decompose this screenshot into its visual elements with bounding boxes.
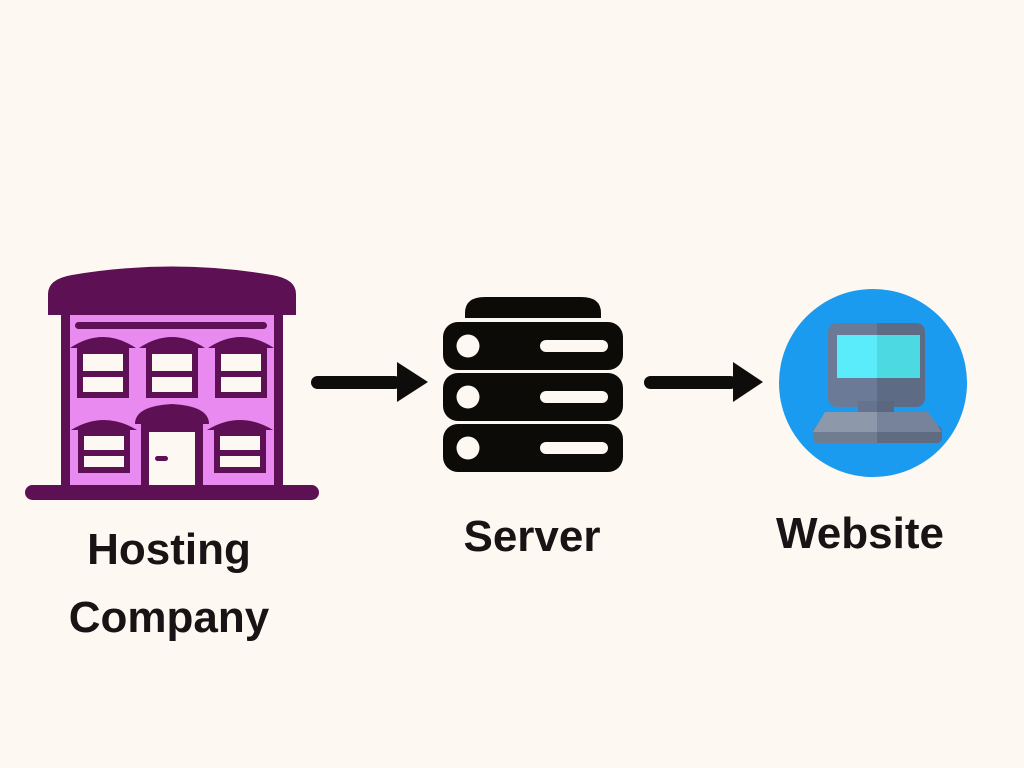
server-rack-icon (443, 297, 623, 472)
window-pane (152, 377, 192, 392)
desktop-computer-icon (779, 289, 967, 477)
window-pane (83, 354, 123, 371)
hosting-company-label-line-2: Company (68, 593, 270, 642)
keyboard-top-shade (877, 412, 942, 432)
server-unit-2 (443, 373, 623, 421)
building-ground (25, 485, 319, 500)
arrow-shaft (644, 376, 737, 389)
window-arch (208, 337, 274, 348)
right-shading-group (877, 323, 942, 443)
server-slot (540, 442, 608, 454)
server-led (456, 436, 480, 460)
window-arch (139, 337, 205, 348)
server-label: Server (463, 512, 601, 561)
building-upper-window-1 (70, 337, 136, 398)
window-arch (70, 337, 136, 348)
window-pane (84, 436, 124, 450)
server-top-cap (465, 297, 601, 318)
hosting-company-label: Hosting Company (16, 516, 322, 652)
server-unit-body (443, 322, 623, 370)
building-upper-window-3 (208, 337, 274, 398)
building-lower-window-right (207, 420, 273, 473)
hosting-company-label-line-1: Hosting (87, 525, 251, 574)
monitor-screen-shade (877, 335, 920, 378)
server-unit-1 (443, 322, 623, 370)
server-unit-3 (443, 424, 623, 472)
arrow-head (397, 362, 428, 402)
door-awning (135, 404, 209, 424)
window-pane (220, 436, 260, 450)
window-pane (220, 456, 260, 467)
door-handle (155, 456, 168, 461)
window-pane (221, 354, 261, 371)
server-unit-body (443, 424, 623, 472)
server-led (456, 385, 480, 409)
window-arch (207, 420, 273, 430)
building-lower-window-left (71, 420, 137, 473)
building-upper-window-2 (139, 337, 205, 398)
website-label: Website (776, 509, 944, 558)
arrow-right-icon (311, 362, 428, 402)
window-pane (84, 456, 124, 467)
window-pane (83, 377, 123, 392)
window-pane (152, 354, 192, 371)
arrow-right-icon (644, 362, 763, 402)
building-icon (25, 266, 319, 500)
server-slot (540, 391, 608, 403)
arrow-shaft (311, 376, 401, 389)
server-led (456, 334, 480, 358)
arrow-head (733, 362, 763, 402)
building-door (135, 404, 209, 489)
window-arch (71, 420, 137, 430)
building-stripe (75, 322, 267, 329)
server-unit-body (443, 373, 623, 421)
server-slot (540, 340, 608, 352)
building-roof (48, 266, 296, 315)
window-pane (221, 377, 261, 392)
